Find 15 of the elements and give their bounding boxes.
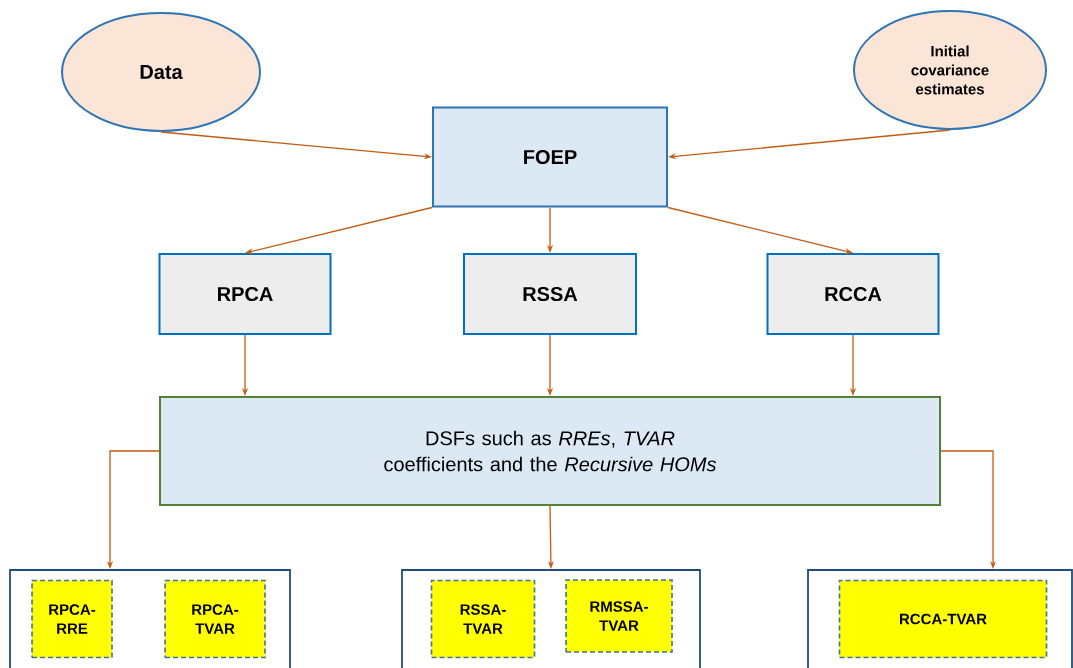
result-box: RMSSA-TVAR (565, 579, 673, 653)
group-box (807, 569, 1073, 668)
result-box: RPCA-RRE (31, 579, 113, 659)
method-box: RPCA (158, 253, 332, 335)
group-box (401, 569, 701, 668)
group-box (9, 569, 291, 668)
result-box: RSSA-TVAR (430, 579, 536, 659)
result-box: RPCA-TVAR (164, 579, 266, 659)
method-box: RCCA (766, 253, 940, 335)
result-box: RCCA-TVAR (838, 579, 1048, 659)
oval-node: Data (61, 12, 261, 132)
method-box: RSSA (463, 253, 637, 335)
output-box: DSFs such as RREs, TVAR coefficients and the Recursive HOMs (159, 396, 941, 506)
oval-node: Initial covariance estimates (853, 10, 1047, 130)
process-box: FOEP (432, 106, 668, 208)
